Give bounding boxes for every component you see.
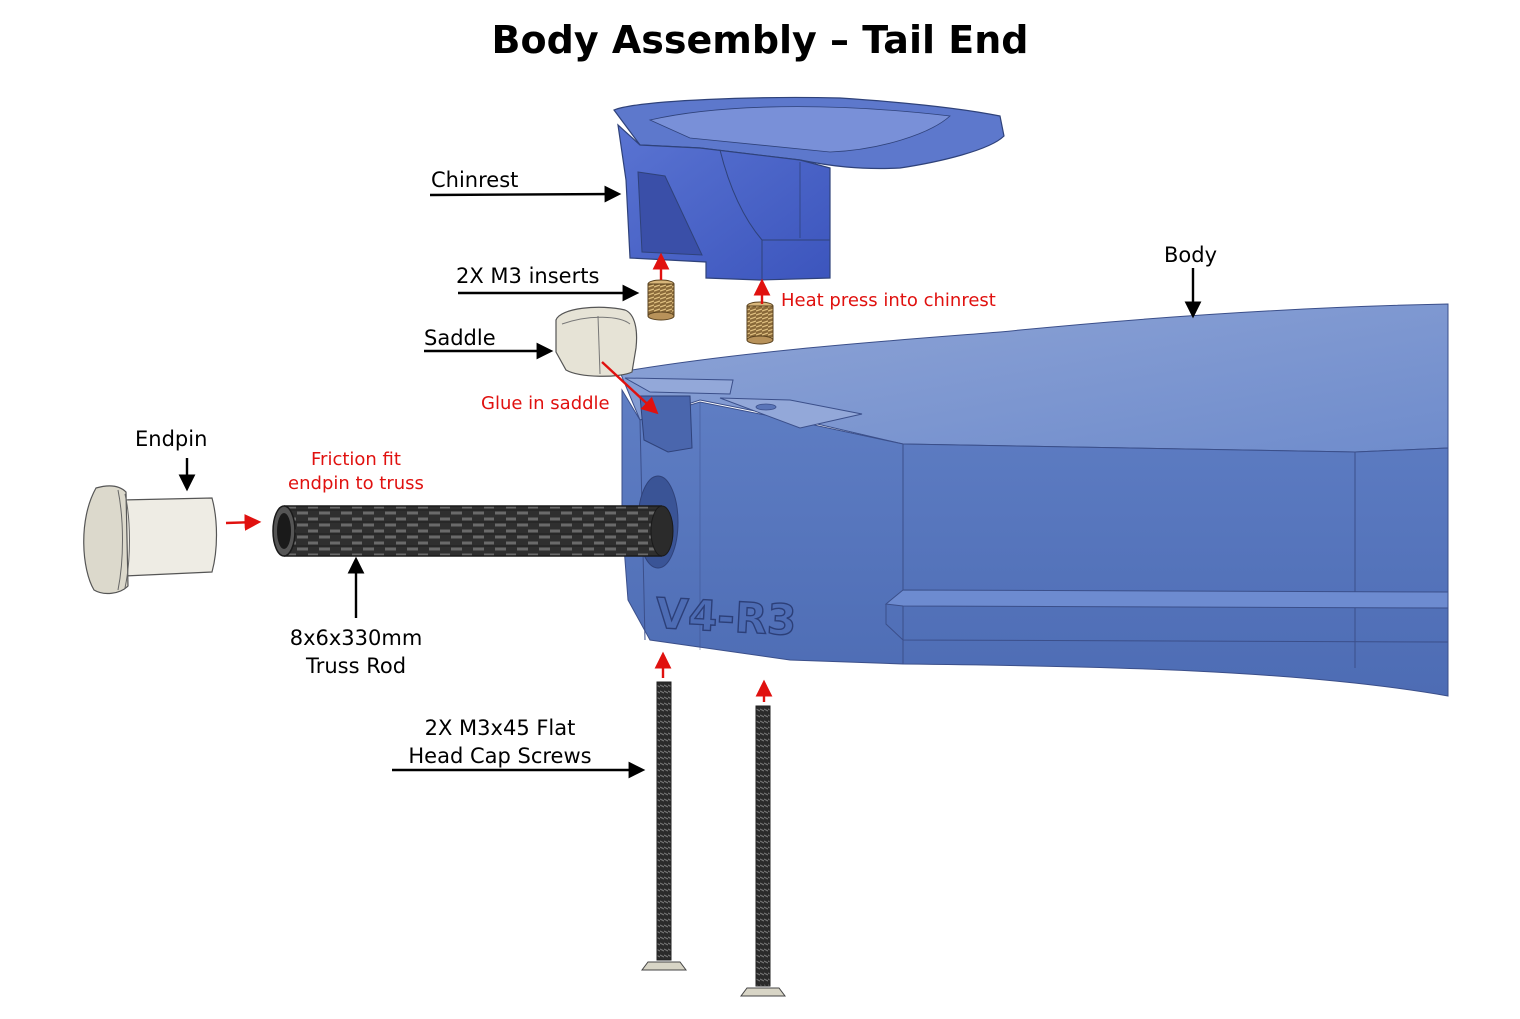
diagram-title: Body Assembly – Tail End	[491, 18, 1029, 62]
truss-rod-part	[272, 505, 674, 557]
chinrest-part	[613, 96, 1005, 281]
label-friction-fit: Friction fit endpin to truss	[276, 448, 436, 496]
label-friction-line2: endpin to truss	[288, 473, 424, 494]
label-truss-rod: 8x6x330mm Truss Rod	[276, 624, 436, 680]
label-screws-line1: 2X M3x45 Flat	[424, 716, 576, 740]
action-arrows	[225, 252, 773, 702]
insert-left	[647, 279, 675, 321]
label-friction-line1: Friction fit	[311, 449, 401, 470]
label-truss-line1: 8x6x330mm	[289, 626, 423, 650]
label-inserts: 2X M3 inserts	[456, 264, 600, 288]
m3x45-screws	[641, 681, 786, 997]
body-part: V4-R3	[619, 303, 1449, 697]
label-heat-press: Heat press into chinrest	[781, 290, 996, 311]
label-glue-saddle: Glue in saddle	[481, 393, 610, 414]
endpin-part	[83, 485, 218, 595]
screw-right	[740, 705, 786, 997]
m3-inserts	[647, 279, 774, 345]
body-groove	[884, 589, 1449, 609]
label-saddle: Saddle	[424, 326, 496, 350]
label-truss-line2: Truss Rod	[305, 654, 407, 678]
label-body: Body	[1164, 243, 1218, 267]
saddle-part	[555, 306, 638, 377]
arrow-endpin-in	[225, 514, 262, 531]
body-side-wall	[621, 388, 1449, 697]
leader-arrows	[178, 185, 1202, 779]
arrow-chinrest	[429, 185, 622, 203]
insert-right	[746, 301, 774, 345]
label-screws: 2X M3x45 Flat Head Cap Screws	[395, 714, 605, 770]
body-marking: V4-R3	[654, 589, 797, 645]
label-screws-line2: Head Cap Screws	[408, 744, 592, 768]
arrow-saddle-in	[601, 361, 659, 415]
screw-left	[641, 681, 687, 971]
label-chinrest: Chinrest	[431, 168, 519, 192]
label-endpin: Endpin	[135, 427, 208, 451]
